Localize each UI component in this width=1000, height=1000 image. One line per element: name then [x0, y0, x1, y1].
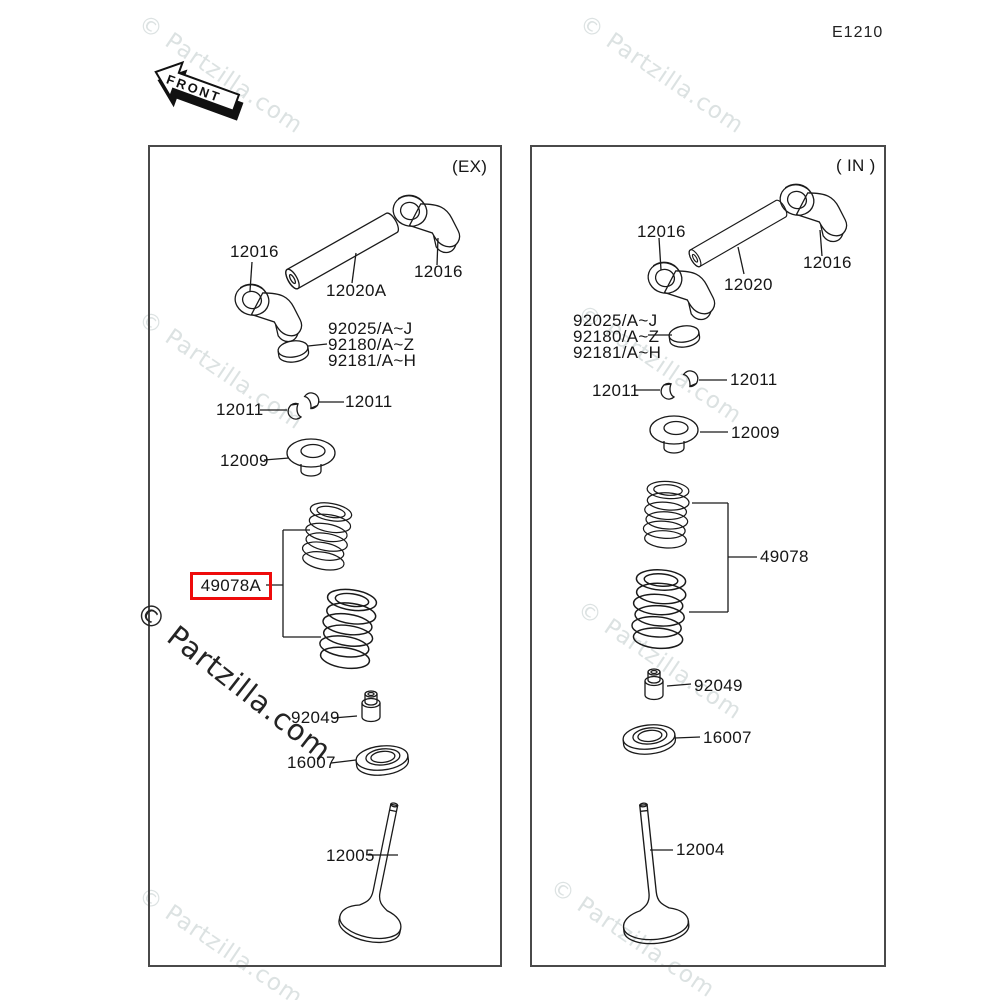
part-label-shim-row3-in: 92181/A~H — [573, 343, 662, 362]
part-label-springs-ex: 49078A — [200, 576, 262, 595]
part-label-springs-in: 49078 — [760, 547, 809, 566]
watermark: © Partzilla.com — [133, 10, 308, 140]
part-label-keeper-left-in: 12011 — [592, 381, 640, 400]
part-label-seal-ex: 92049 — [291, 708, 340, 727]
part-label-seat-in: 16007 — [703, 728, 752, 747]
part-label-retainer-ex: 12009 — [220, 451, 269, 470]
part-label-keeper-right-in: 12011 — [730, 370, 778, 389]
diagram-code: E1210 — [832, 24, 884, 41]
part-label-shim-row1-ex: 92025/A~J — [328, 319, 413, 338]
part-label-keeper-right-ex: 12011 — [345, 392, 393, 411]
panel-title-ex: (EX) — [452, 157, 488, 176]
part-label-keeper-left-ex: 12011 — [216, 400, 264, 419]
panel-exhaust — [148, 145, 502, 967]
panel-intake — [530, 145, 886, 967]
part-label-shim-row1-in: 92025/A~J — [573, 311, 658, 330]
part-label-retainer-in: 12009 — [731, 423, 780, 442]
part-label-seat-ex: 16007 — [287, 753, 336, 772]
part-label-shim-row3-ex: 92181/A~H — [328, 351, 417, 370]
highlighted-part-box: 49078A — [190, 572, 272, 600]
part-label-rocker-right-ex: 12016 — [414, 262, 463, 281]
part-label-shaft-ex: 12020A — [326, 281, 387, 300]
part-label-shim-row2-in: 92180/A~Z — [573, 327, 660, 346]
part-label-rocker-left-ex: 12016 — [230, 242, 279, 261]
watermark: © Partzilla.com — [574, 10, 749, 140]
part-label-valve-ex: 12005 — [326, 846, 375, 865]
panel-title-in: ( IN ) — [836, 156, 876, 175]
part-label-shim-row2-ex: 92180/A~Z — [328, 335, 415, 354]
part-label-rocker-right-in: 12016 — [803, 253, 852, 272]
part-label-shaft-in: 12020 — [724, 275, 773, 294]
part-label-valve-in: 12004 — [676, 840, 725, 859]
part-label-rocker-left-in: 12016 — [637, 222, 686, 241]
part-label-seal-in: 92049 — [694, 676, 743, 695]
